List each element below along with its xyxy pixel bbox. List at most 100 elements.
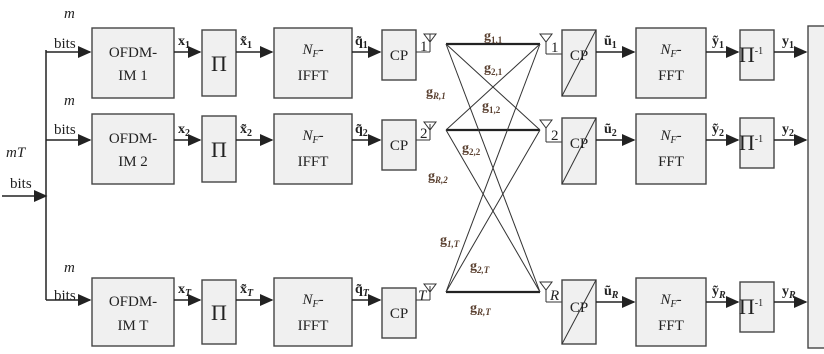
row2-bits: bits [54,122,76,138]
rxR-fft-block [635,277,707,347]
row2-ifft-label: IFFT [298,154,329,170]
rx1-y-label: y1 [782,34,794,51]
rx2-yt-label: ỹ2 [712,122,724,139]
rowT-ofdm-im-block [91,277,175,347]
rowT-ofdm-line2: IM T [118,318,149,334]
rx1-deinterleaver [739,29,775,81]
row1-ofdm-line1: OFDM- [109,45,157,61]
rx2-fft-label: FFT [658,154,684,170]
rxR-deinterleaver [739,281,775,333]
rxR-ant-index: R [549,288,559,304]
rowT-bits: bits [54,288,76,304]
rowT-cp-label: CP [390,306,408,322]
row1-ifft-nf: NF- [301,42,323,60]
row2-ofdm-line2: IM 2 [118,154,148,170]
rx1-fft-block [635,27,707,99]
rx2-cp-label: CP [570,136,588,152]
g-1-1: g1,1 [484,29,503,45]
row1-xt-label: x̃1 [240,34,252,51]
rx2-antenna-icon [539,119,553,129]
rxR-cp-label: CP [570,300,588,316]
link-2-T [445,129,541,293]
row1-ifft-block [273,27,353,99]
row2-x-label: x2 [178,122,190,139]
rowT-ofdm-line1: OFDM- [109,294,157,310]
g-2-T: g2,T [470,259,490,275]
detector-block [807,25,824,349]
rowT-ifft-label: IFFT [298,318,329,334]
rxR-cp-slash [561,279,597,345]
input-bits-label: bits [10,176,32,192]
g-R-2: gR,2 [428,169,448,185]
rx1-antenna-icon [539,33,553,43]
row2-interleaver [201,115,237,183]
rowT-pi: Π [211,300,227,325]
row2-tx-antenna-icon [423,121,437,131]
row1-cp-add [381,29,417,81]
row2-tx-ant-index: 2 [420,126,428,142]
rowT-interleaver [201,279,237,345]
row1-x-label: x1 [178,34,190,51]
row1-ofdm-line2: IM 1 [118,68,148,84]
rx2-fft-nf: NF- [659,128,681,146]
rx2-deinterleaver [739,117,775,169]
rx1-ant-index: 1 [551,40,559,56]
g-R-T: gR,T [470,301,491,317]
row1-q-label: q̃1 [355,34,368,51]
g-R-1: gR,1 [426,85,446,101]
rowT-ifft-block [273,277,353,347]
rxR-u-label: ũR [604,284,619,301]
link-1-2 [445,43,541,131]
rx2-ant-index: 2 [551,128,559,144]
row1-ofdm-im-block [91,27,175,99]
row2-xt-label: x̃2 [240,122,252,139]
rx-row-1: 1 CP ũ1 NF- FFT ỹ1 Π-1 y1 [539,27,808,99]
row2-ifft-nf: NF- [301,128,323,146]
row1-cp-label: CP [390,48,408,64]
row1-tx-antenna-icon [423,33,437,43]
rowT-xt-label: x̃T [240,282,254,299]
rx1-cp-slash [561,29,597,97]
rx-row-2: 2 CP ũ2 NF- FFT ỹ2 Π-1 y2 [539,113,808,185]
row1-ifft-label: IFFT [298,68,329,84]
row2-q-label: q̃2 [355,122,368,139]
rowT-tx-ant-index: T [418,288,428,304]
input-bits-mT: mT [6,145,27,161]
row1-pi: Π [211,51,227,76]
rx2-y-label: y2 [782,122,794,139]
rxR-antenna-icon [539,281,553,291]
g-1-2: g1,2 [482,99,501,115]
rxR-fft-nf: NF- [659,292,681,310]
rx1-fft-label: FFT [658,68,684,84]
row2-pi: Π [211,137,227,162]
rowT-tx-antenna-icon [423,283,437,293]
row2-cp-add [381,119,417,171]
rxR-pi-inv: Π-1 [739,294,763,319]
rxR-fft-label: FFT [658,318,684,334]
row1-m: m [64,6,75,22]
row-2: m bits OFDM- IM 2 x2 Π x̃2 NF- IFFT q̃2 … [46,93,437,185]
g-2-2: g2,2 [462,141,481,157]
rx1-fft-nf: NF- [659,42,681,60]
rx1-pi-inv: Π-1 [739,42,763,67]
rx2-pi-inv: Π-1 [739,130,763,155]
rowT-ifft-nf: NF- [301,292,323,310]
row1-tx-ant-index: 1 [420,39,428,55]
g-2-1: g2,1 [484,61,503,77]
mimo-channel: g1,1 g2,1 gR,1 g1,2 g2,2 gR,2 g1,T g2,T … [426,29,541,317]
rx2-u-label: ũ2 [604,122,617,139]
rx-row-r: R CP ũR NF- FFT ỹR Π-1 yR [539,277,808,347]
rowT-q-label: q̃T [355,282,370,299]
input-stream: mT bits [2,50,48,300]
rx2-fft-block [635,113,707,185]
rowT-cp-add [381,287,417,339]
link-1-T [445,43,541,293]
row2-ofdm-im-block [91,113,175,185]
rx1-u-label: ũ1 [604,34,617,51]
row2-cp-label: CP [390,138,408,154]
row2-ifft-block [273,113,353,185]
rowT-x-label: xT [178,282,192,299]
rxR-yt-label: ỹR [712,284,726,301]
rxR-y-label: yR [782,284,796,301]
